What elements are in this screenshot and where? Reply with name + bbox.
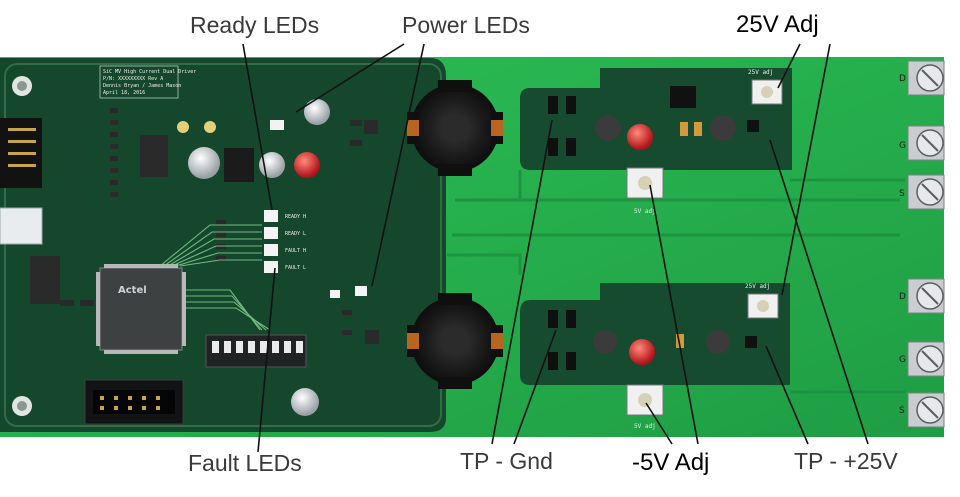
- leader-ready-leds: [242, 43, 273, 211]
- terminal-label-g-upper: G: [899, 141, 906, 151]
- label-ready-leds: Ready LEDs: [190, 12, 320, 38]
- leader-fault-leds: [257, 267, 276, 453]
- upper-output-stage: [520, 68, 792, 170]
- fpga-chip: Actel: [96, 264, 186, 354]
- transformer-upper: [407, 80, 503, 176]
- screw-terminal: [907, 278, 945, 314]
- leader-5v-adj-lower: [645, 402, 673, 445]
- terminal-label-s-upper: S: [899, 189, 905, 199]
- programming-header: [84, 379, 184, 425]
- status-led-column: READY H READY L FAULT H FAULT L: [264, 210, 367, 298]
- screw-terminal: [907, 125, 945, 161]
- lower-output-stage: [520, 283, 790, 385]
- label-tp-25v: TP - +25V: [794, 448, 898, 474]
- label-tp-gnd: TP - Gnd: [460, 448, 553, 474]
- leader-power-leds-1: [295, 43, 405, 113]
- callout-lines: [242, 43, 869, 453]
- terminal-label-d-lower: D: [899, 292, 906, 302]
- label-25v-adj: 25V Adj: [736, 11, 819, 38]
- screw-terminal: [907, 392, 945, 428]
- led-label-fault-l: FAULT L: [285, 265, 306, 271]
- trim-label-25v-lower: 25V adj: [745, 283, 770, 290]
- screw-terminal: [907, 60, 945, 96]
- title-line-1: SiC MV High Current Dual Driver: [103, 69, 196, 75]
- leader-5v-adj-upper: [649, 184, 699, 445]
- leader-tp-gnd-1: [491, 119, 553, 445]
- trim-label-5v-upper: 5V adj: [634, 208, 656, 215]
- trim-label-25v-upper: 25V adj: [748, 69, 773, 76]
- leader-tp-25v-lower: [765, 345, 809, 445]
- fpga-logo: Actel: [118, 285, 147, 296]
- left-connector: [0, 118, 43, 245]
- terminal-label-d-upper: D: [899, 74, 906, 84]
- terminal-label-g-lower: G: [899, 355, 906, 365]
- leader-tp-gnd-2: [513, 329, 557, 445]
- leader-25v-adj-upper: [777, 43, 801, 89]
- terminal-label-s-lower: S: [899, 406, 905, 416]
- transformer-lower: [407, 293, 503, 389]
- leader-power-leds-2: [371, 43, 425, 287]
- leader-tp-25v-upper: [769, 139, 869, 445]
- title-line-2: P/N: XXXXXXXXX Rev A: [103, 76, 163, 82]
- label-power-leds: Power LEDs: [402, 12, 530, 38]
- screw-terminal: [907, 174, 945, 210]
- label-fault-leds: Fault LEDs: [188, 450, 302, 476]
- title-line-4: April 18, 2016: [103, 90, 145, 96]
- title-line-3: Dennis Bryan / James Mason: [103, 83, 181, 89]
- leader-25v-adj-lower: [781, 43, 831, 296]
- screw-terminal: [907, 341, 945, 377]
- output-terminals: D G S D G S: [899, 60, 945, 428]
- trim-label-5v-lower: 5V adj: [634, 423, 656, 430]
- title-block: SiC MV High Current Dual Driver P/N: XXX…: [99, 65, 196, 99]
- led-label-ready-l: READY L: [285, 231, 306, 237]
- led-label-ready-h: READY H: [285, 214, 306, 220]
- label-neg5v-adj: -5V Adj: [632, 449, 710, 476]
- dip-switch: [205, 334, 307, 368]
- led-label-fault-h: FAULT H: [285, 248, 306, 254]
- upper-stage-parts: 25V adj 5V adj: [548, 69, 783, 215]
- lower-stage-parts: 25V adj 5V adj: [548, 283, 779, 430]
